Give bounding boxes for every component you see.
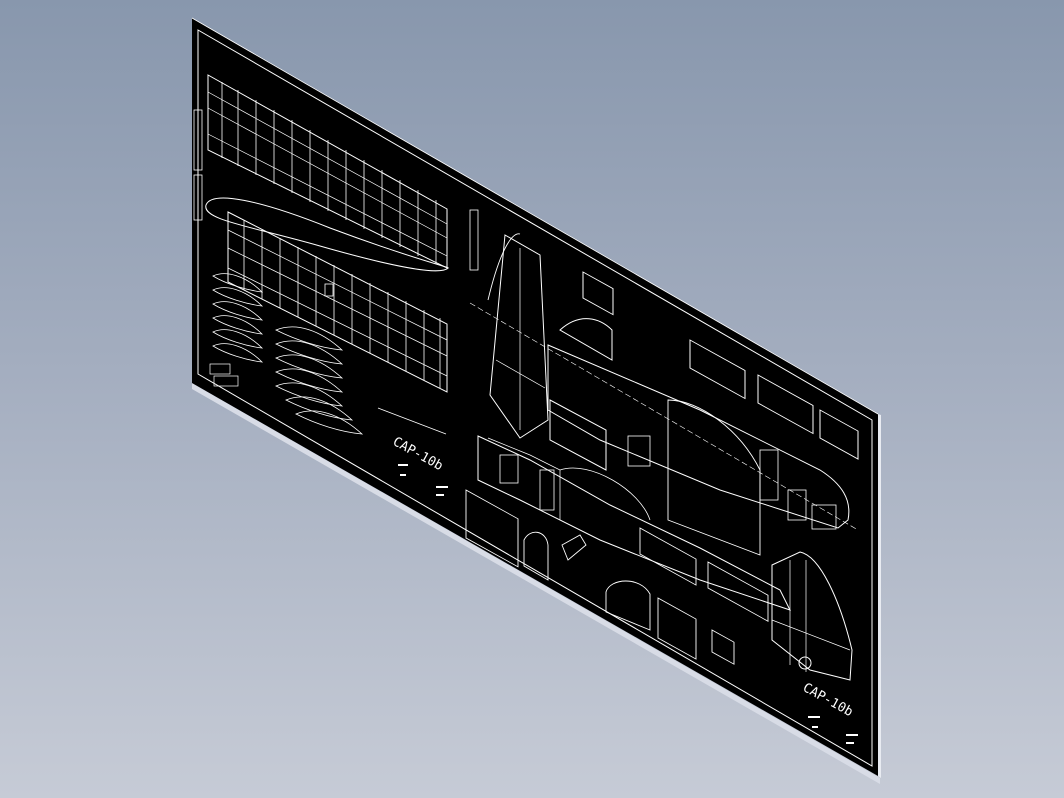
lower-right-parts — [465, 489, 769, 665]
left-side-strip — [193, 109, 203, 221]
vertical-fin-plan — [487, 233, 549, 439]
sheet-top-edge-line — [191, 17, 879, 415]
horizontal-stab-side — [771, 551, 853, 681]
sheet-bottom-edge — [192, 383, 880, 784]
upper-wing-panel — [207, 74, 448, 269]
left-small-notes — [209, 363, 447, 435]
sheet-face[interactable] — [192, 18, 878, 776]
wing-tip-outline — [205, 197, 449, 272]
fuselage-top-view — [469, 302, 859, 556]
inner-border — [197, 29, 873, 767]
annotation-specks — [398, 464, 858, 744]
sheet-right-edge — [878, 414, 881, 778]
rib-profiles-right — [275, 326, 364, 435]
lower-wing-panel — [227, 211, 448, 393]
rib-profiles-left — [212, 273, 264, 363]
fuselage-formers — [469, 209, 859, 471]
